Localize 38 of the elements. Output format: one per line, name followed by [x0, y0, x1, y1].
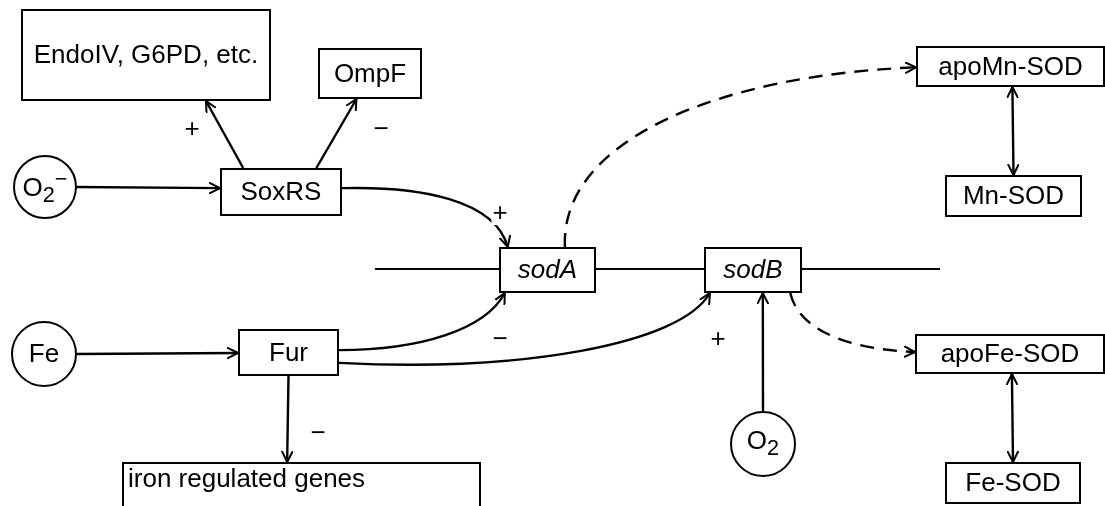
arrow	[338, 292, 506, 352]
gene-box	[704, 247, 802, 293]
protein-box	[945, 175, 1082, 217]
gene-box	[499, 247, 596, 293]
dashed-arrow	[563, 61, 917, 248]
target-box	[21, 9, 271, 101]
protein-box	[915, 334, 1105, 374]
arrow	[338, 292, 711, 366]
protein-box	[916, 46, 1105, 87]
node-label: apoFe-SOD	[940, 339, 1080, 369]
node-label: apoMn-SOD	[938, 51, 1083, 82]
dashed-arrow	[789, 292, 916, 358]
node-label: EndoIV, G6PD, etc.	[33, 40, 259, 70]
node-label: Mn-SOD	[962, 181, 1065, 211]
arrow	[204, 100, 245, 169]
target-box	[122, 462, 481, 506]
signal-circle	[13, 155, 77, 219]
arrow	[315, 98, 358, 169]
target-box	[318, 48, 422, 99]
protein-box	[945, 462, 1081, 504]
node-label: OmpF	[333, 58, 407, 89]
arrow	[342, 186, 510, 248]
node-label: Fe-SOD	[965, 468, 1061, 498]
arrow	[280, 375, 294, 463]
regulator-box	[238, 329, 339, 376]
arrow	[77, 181, 221, 195]
double-arrow	[1006, 86, 1020, 176]
regulator-box	[220, 168, 342, 216]
node-label: iron regulated genes	[128, 464, 366, 494]
node-label: Fur	[269, 337, 308, 368]
double-arrow	[1005, 373, 1020, 463]
gene-name: sodA	[517, 255, 578, 285]
gene-name: sodB	[723, 255, 783, 285]
molecule-name: O$_{2}$	[746, 426, 780, 462]
node-label: SoxRS	[240, 177, 322, 207]
arrow	[77, 346, 239, 360]
arrow	[756, 292, 770, 411]
molecule-name: Fe	[28, 339, 60, 369]
